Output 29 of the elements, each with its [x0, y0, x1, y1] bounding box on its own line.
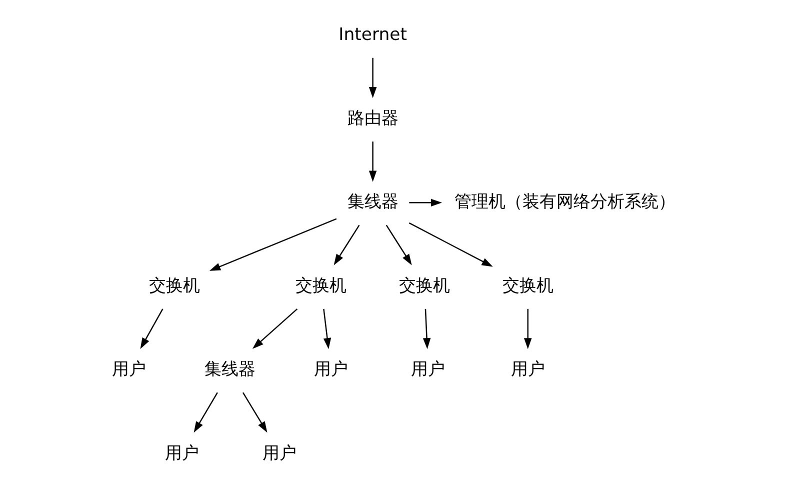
arrow [422, 308, 431, 350]
arrow [242, 392, 268, 433]
arrow [524, 308, 532, 350]
node-text: 用户 [262, 443, 296, 464]
node-text: 用户 [165, 443, 200, 464]
arrow [409, 198, 442, 207]
node-text: 管理机（装有网络分析系统） [454, 192, 676, 212]
node-text: 交换机 [149, 276, 200, 296]
node-text: 集线器 [347, 192, 398, 212]
node-text: 路由器 [347, 108, 398, 129]
arrow [194, 392, 218, 433]
arrow [209, 218, 337, 271]
arrow [323, 308, 332, 350]
node-text: 用户 [314, 360, 348, 380]
node-text: 用户 [112, 360, 146, 380]
arrow [368, 58, 377, 98]
arrow [368, 142, 377, 182]
arrow [408, 222, 493, 267]
node-text: 交换机 [296, 276, 347, 296]
node-text: 交换机 [398, 276, 450, 296]
node-text: 交换机 [502, 276, 554, 296]
node-text: 集线器 [204, 360, 256, 380]
arrow [334, 224, 360, 266]
arrow [386, 224, 412, 266]
node-text: 用户 [510, 360, 545, 380]
node-text: 用户 [411, 360, 446, 380]
arrow [252, 308, 298, 349]
arrow [140, 308, 164, 349]
node-text: Internet [338, 24, 407, 45]
